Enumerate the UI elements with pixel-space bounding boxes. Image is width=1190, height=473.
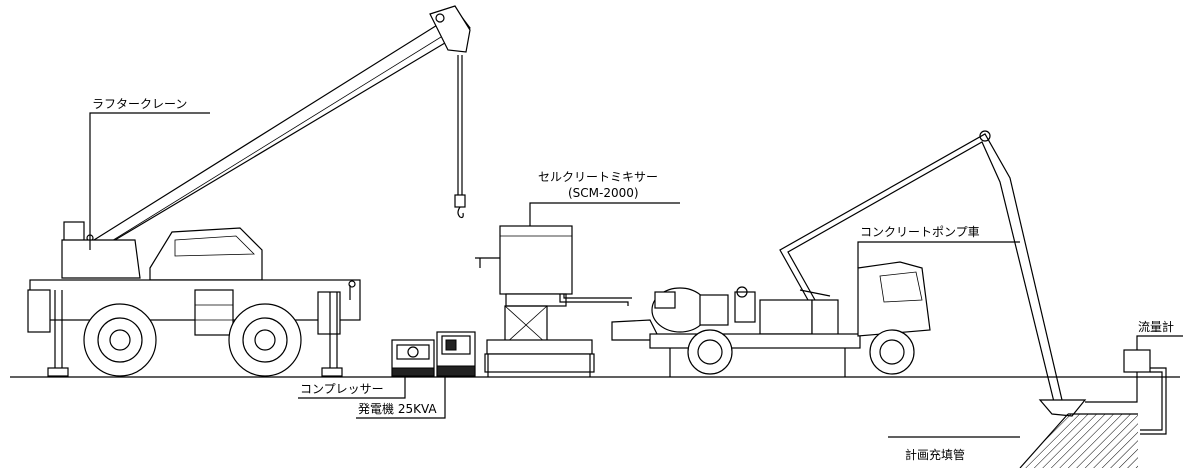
pump-truck-label: コンクリートポンプ車 — [860, 225, 980, 239]
crane-leader — [89, 112, 210, 250]
flowmeter-leader — [1136, 335, 1183, 350]
rough-terrain-crane — [27, 5, 471, 377]
mixer-leader — [529, 202, 680, 226]
filling-pipe-area — [888, 413, 1138, 469]
crane-label: ラフタークレーン — [92, 97, 187, 111]
flowmeter — [1085, 349, 1167, 435]
generator-label: 発電機 25KVA — [358, 401, 437, 416]
compressor — [391, 339, 435, 377]
pump-truck-leader — [857, 241, 1020, 268]
mixer-model-label: (SCM-2000) — [568, 186, 639, 200]
mixer-label: セルクリートミキサー — [538, 170, 658, 184]
flowmeter-label: 流量計 — [1138, 319, 1174, 334]
compressor-label: コンプレッサー — [300, 382, 384, 396]
concrete-pump-truck — [611, 130, 1087, 417]
filling-pipe-label: 計画充填管 — [905, 447, 965, 462]
cellcrete-mixer — [475, 225, 632, 377]
compressor-leader — [298, 376, 406, 399]
generator-leader — [356, 376, 446, 419]
generator — [436, 331, 476, 377]
